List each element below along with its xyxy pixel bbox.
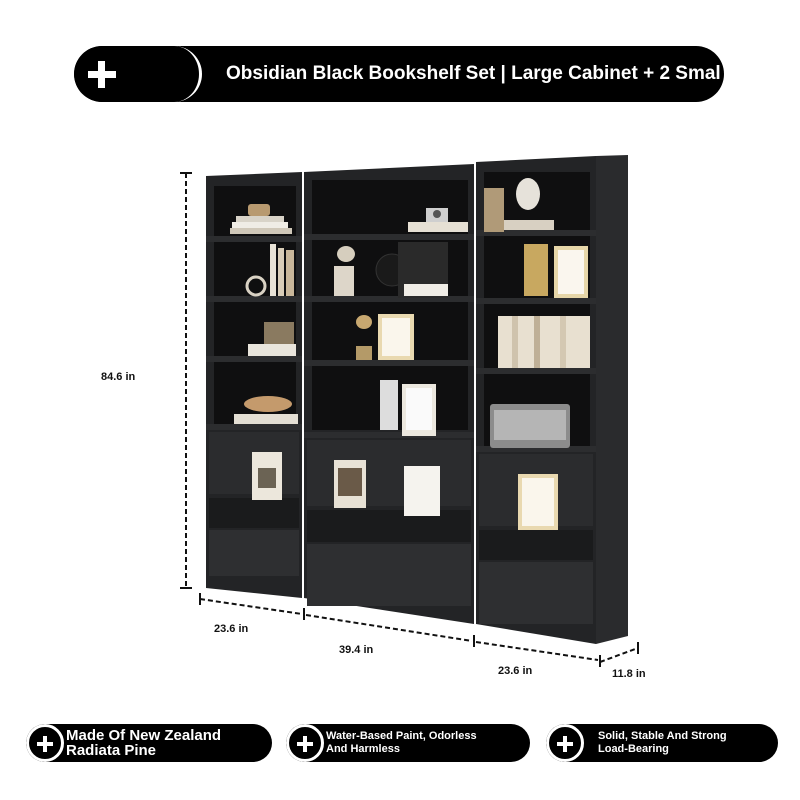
feature-pill-strength: Solid, Stable And Strong Load-Bearing bbox=[546, 724, 778, 762]
depth-label: 11.8 in bbox=[612, 668, 646, 680]
width-right-label: 23.6 in bbox=[498, 665, 533, 677]
height-label: 84.6 in bbox=[101, 371, 136, 383]
width-center-label: 39.4 in bbox=[339, 644, 374, 656]
page-title: Obsidian Black Bookshelf Set | Large Cab… bbox=[226, 63, 721, 84]
feature-text-strength: Solid, Stable And Strong Load-Bearing bbox=[598, 730, 727, 755]
feature-text-material: Made Of New Zealand Radiata Pine bbox=[66, 727, 222, 759]
title-icon-circle bbox=[74, 46, 130, 102]
plus-icon bbox=[26, 724, 64, 762]
plus-icon bbox=[546, 724, 584, 762]
plus-icon bbox=[286, 724, 324, 762]
left-cabinet bbox=[206, 172, 302, 598]
cabinet-side-panel bbox=[596, 155, 628, 644]
title-icon-ring bbox=[74, 46, 202, 102]
width-dimension-line bbox=[199, 598, 639, 663]
title-banner: Obsidian Black Bookshelf Set | Large Cab… bbox=[74, 46, 724, 102]
feature-text-paint: Water-Based Paint, Odorless And Harmless bbox=[326, 730, 477, 755]
width-left-label: 23.6 in bbox=[214, 623, 249, 635]
shelf-decor bbox=[230, 178, 590, 530]
plus-icon-vertical bbox=[98, 61, 105, 88]
feature-pill-paint: Water-Based Paint, Odorless And Harmless bbox=[286, 724, 530, 762]
feature-pill-material: Made Of New Zealand Radiata Pine bbox=[26, 724, 272, 762]
